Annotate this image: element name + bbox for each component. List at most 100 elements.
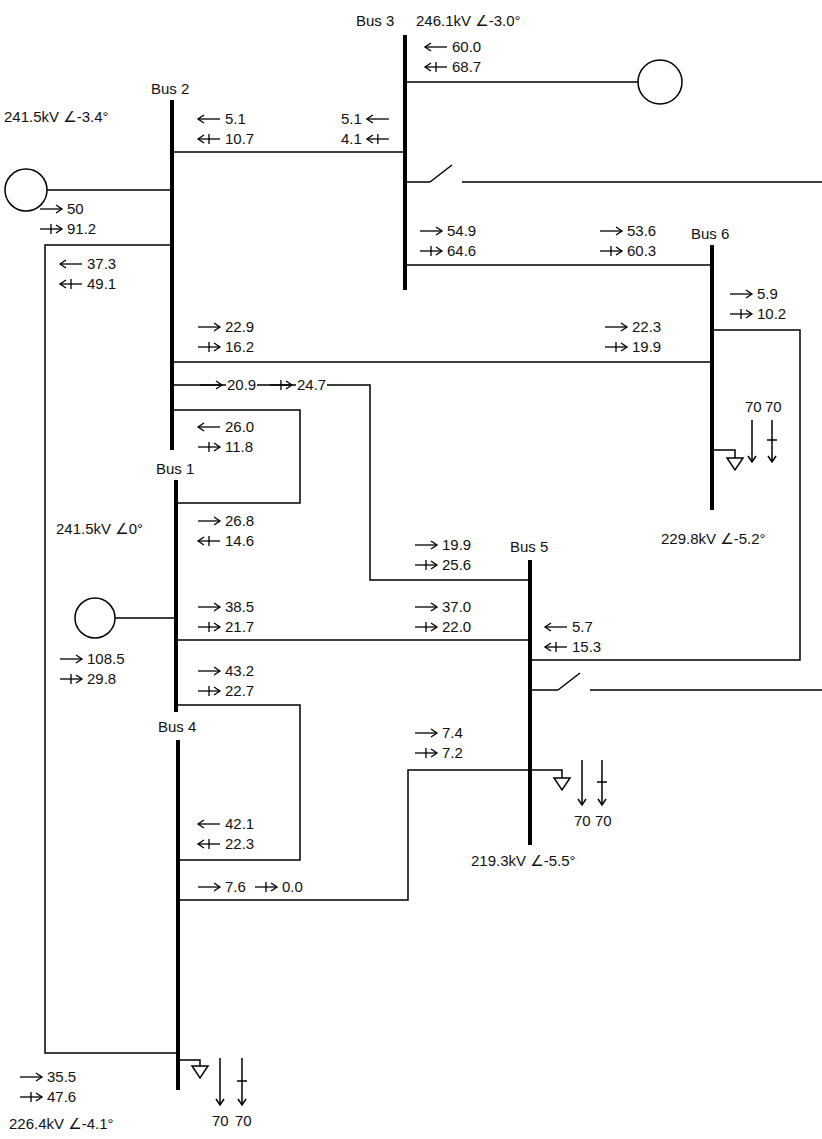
flow-arrow — [420, 246, 442, 256]
transmission-line — [174, 410, 300, 503]
load-arrow — [581, 760, 583, 805]
flow-value: 22.9 — [224, 318, 255, 336]
flow-arrow — [198, 883, 220, 891]
flow-arrow — [545, 623, 567, 631]
flow-arrow — [40, 224, 62, 234]
load-wire — [532, 770, 562, 778]
flow-arrow — [730, 309, 752, 319]
flow-value: 7.6 — [224, 878, 247, 896]
load-arrow — [751, 420, 753, 462]
bus-voltage: 226.4kV ∠-4.1° — [8, 1115, 115, 1133]
load-wire — [714, 450, 735, 458]
flow-value: 5.9 — [756, 285, 779, 303]
transmission-line — [532, 330, 800, 660]
bus-bar: Bus 2241.5kV ∠-3.4° — [170, 100, 174, 450]
bus-voltage: 229.8kV ∠-5.2° — [660, 530, 767, 548]
flow-arrow — [415, 729, 437, 737]
flow-value: 19.9 — [441, 536, 472, 554]
bus-name: Bus 1 — [155, 460, 195, 478]
flow-arrow — [605, 342, 627, 352]
flow-value: 4.1 — [340, 130, 363, 148]
flow-arrow — [415, 748, 437, 758]
flow-value: 21.7 — [224, 618, 255, 636]
switch-wire — [407, 181, 430, 183]
generator-symbol — [638, 60, 682, 104]
flow-value: 35.5 — [46, 1068, 77, 1086]
load-arrow — [578, 799, 586, 805]
flow-value: 26.0 — [224, 418, 255, 436]
flow-value: 42.1 — [224, 815, 255, 833]
bus-name: Bus 3 — [355, 12, 395, 30]
bus-bar: Bus 4226.4kV ∠-4.1° — [176, 740, 180, 1090]
transmission-line — [174, 362, 710, 363]
flow-arrow — [60, 674, 82, 684]
flow-arrow — [425, 62, 447, 72]
load-arrow — [598, 799, 606, 805]
flow-arrow — [40, 205, 62, 213]
load-arrow — [597, 781, 607, 783]
bus-voltage: 246.1kV ∠-3.0° — [415, 12, 522, 30]
flow-value: 15.3 — [571, 638, 602, 656]
flow-value: 54.9 — [446, 222, 477, 240]
generator-symbol — [5, 169, 47, 211]
bus-voltage: 219.3kV ∠-5.5° — [470, 852, 577, 870]
load-symbol — [192, 1066, 208, 1078]
flow-arrow — [600, 246, 622, 256]
transmission-line — [178, 640, 528, 641]
flow-value: 0.0 — [281, 878, 304, 896]
generator-wire — [115, 617, 174, 619]
switch-symbol — [430, 165, 452, 182]
flow-arrow — [198, 134, 220, 144]
flow-value: 49.1 — [86, 275, 117, 293]
transmission-line — [174, 152, 403, 153]
generator-wire — [407, 81, 638, 83]
flow-value: 38.5 — [224, 598, 255, 616]
flow-value: 10.7 — [224, 130, 255, 148]
flow-value: 60.0 — [451, 38, 482, 56]
flow-arrow — [198, 342, 220, 352]
flow-value: 25.6 — [441, 556, 472, 574]
flow-value: 5.1 — [340, 110, 363, 128]
flow-value: 5.1 — [224, 110, 247, 128]
load-arrow — [237, 1080, 247, 1082]
flow-value: 22.7 — [224, 682, 255, 700]
bus-bar: Bus 1241.5kV ∠0° — [174, 480, 178, 712]
bus-bar: Bus 6229.8kV ∠-5.2° — [710, 245, 714, 510]
bus-name: Bus 4 — [157, 718, 197, 736]
flow-value: 108.5 — [86, 650, 126, 668]
load-value: 70 — [211, 1112, 230, 1130]
bus-voltage: 241.5kV ∠0° — [55, 520, 144, 538]
flow-value: 53.6 — [626, 222, 657, 240]
load-arrow — [768, 456, 776, 462]
bus-name: Bus 2 — [150, 80, 190, 98]
flow-value: 11.8 — [224, 438, 254, 456]
flow-arrow — [605, 323, 627, 331]
flow-value: 20.9 — [226, 376, 257, 394]
load-arrow — [767, 439, 777, 441]
transmission-line — [45, 245, 176, 1053]
flow-value: 64.6 — [446, 242, 477, 260]
flow-value: 50 — [66, 200, 85, 218]
flow-arrow — [198, 667, 220, 675]
generator-wire — [47, 189, 170, 191]
bus-name: Bus 5 — [509, 538, 549, 556]
load-arrow — [238, 1099, 246, 1105]
flow-arrow — [60, 279, 82, 289]
flow-arrow — [600, 227, 622, 235]
flow-value: 5.7 — [571, 618, 594, 636]
flow-arrow — [367, 134, 389, 144]
flow-value: 43.2 — [224, 662, 255, 680]
flow-arrow — [415, 541, 437, 549]
flow-arrow — [198, 686, 220, 696]
flow-arrow — [198, 536, 220, 546]
flow-value: 10.2 — [756, 305, 787, 323]
flow-arrow — [20, 1092, 42, 1102]
load-arrow — [748, 456, 756, 462]
flow-arrow — [198, 820, 220, 828]
flow-value: 68.7 — [451, 58, 482, 76]
load-arrow — [216, 1099, 224, 1105]
flow-value: 26.8 — [224, 512, 255, 530]
flow-arrow — [367, 115, 389, 123]
